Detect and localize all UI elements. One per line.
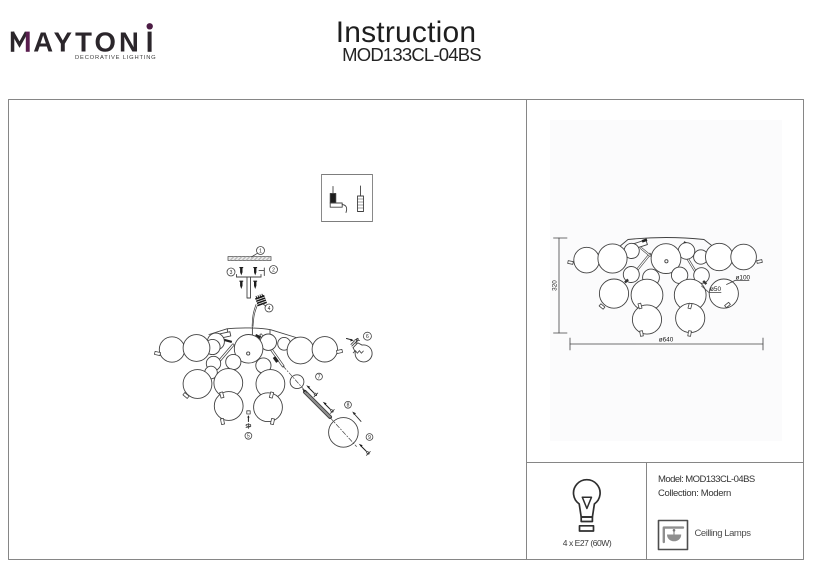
svg-text:2: 2 — [272, 267, 275, 273]
svg-text:AYTON: AYTON — [33, 27, 142, 58]
svg-text:ø640: ø640 — [659, 337, 674, 344]
svg-text:7: 7 — [318, 374, 321, 380]
svg-text:4: 4 — [268, 306, 271, 312]
svg-text:3: 3 — [230, 270, 233, 276]
svg-text:320: 320 — [552, 280, 559, 291]
svg-text:6: 6 — [366, 334, 369, 340]
svg-text:5: 5 — [247, 434, 250, 440]
svg-text:ø50: ø50 — [710, 286, 721, 293]
svg-text:8: 8 — [347, 403, 350, 409]
svg-text:1: 1 — [259, 248, 262, 254]
svg-text:9: 9 — [368, 435, 371, 441]
svg-text:ø100: ø100 — [736, 275, 751, 282]
